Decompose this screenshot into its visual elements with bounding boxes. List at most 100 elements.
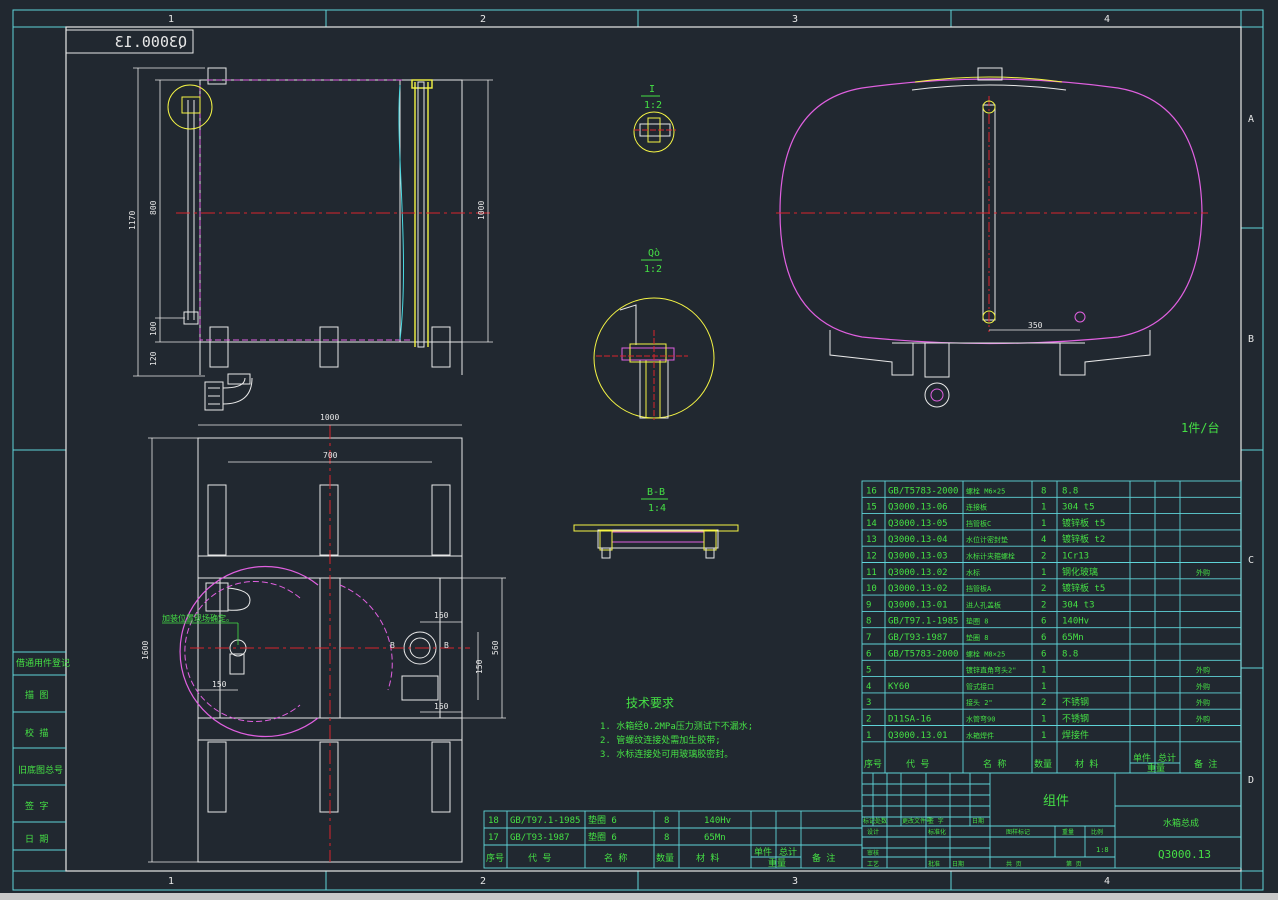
frame-labels: 1 2 3 4 1 2 3 4 A B C D: [168, 14, 1254, 887]
detail-scale: 1:2: [644, 100, 662, 111]
side-view: 350: [776, 67, 1208, 408]
bom-cell: 10: [866, 584, 877, 594]
lower-bom-header: 重量: [768, 857, 786, 869]
tech-req-line: 3. 水标连接处可用玻璃胶密封。: [600, 748, 733, 760]
drawing-name: 水箱总成: [1163, 817, 1199, 829]
detail-label: I: [649, 84, 655, 95]
bom-cell: 水标计夹箍螺栓: [966, 552, 1015, 561]
bom-cell: GB/T5783-2000: [888, 649, 958, 659]
lower-bom-cell: 18: [488, 816, 499, 826]
bom-cell: 外购: [1196, 715, 1210, 724]
bom-cell: 1: [866, 731, 871, 741]
bom-cell: 6: [866, 649, 871, 659]
lower-bom-rows: 18 GB/T97.1-1985 垫圈 6 8 140Hv 17 GB/T93-…: [486, 814, 835, 869]
bom-cell: 1: [1041, 519, 1046, 529]
lower-bom-header: 单件: [754, 846, 772, 858]
section-b-b: B-B 1:4: [573, 487, 739, 559]
bom-cell: 外购: [1196, 698, 1210, 707]
dim-label: 120: [149, 351, 158, 366]
section-scale: 1:4: [648, 503, 666, 514]
dim-label: 1170: [128, 211, 137, 230]
bom-header-cell: 数量: [1034, 758, 1052, 770]
bom-header-cell: 单件: [1133, 752, 1151, 764]
strip-label: 校 描: [25, 727, 48, 739]
bom-cell: Q3000.13-06: [888, 503, 948, 513]
bom-cell: GB/T97.1-1985: [888, 617, 958, 627]
bom-cell: 镀锌板 t5: [1062, 517, 1105, 529]
bom-cell: 钢化玻璃: [1062, 566, 1098, 578]
top-view-annotation: 加装位置现场确定。: [162, 613, 234, 623]
row-label: A: [1248, 114, 1254, 125]
bom-cell: 8: [1041, 486, 1046, 496]
bom-header-cell: 备 注: [1194, 758, 1217, 770]
tech-req-line: 2. 管螺纹连接处需加生胶带;: [600, 734, 721, 746]
lower-bom-cell: 垫圈 6: [588, 814, 617, 826]
title-cell: 日期: [972, 817, 984, 825]
bom-cell: 挡管板C: [966, 519, 991, 528]
bom-cell: 2: [1041, 698, 1046, 708]
strip-label: 签 字: [25, 800, 48, 812]
bom-cell: Q3000.13.01: [888, 731, 948, 741]
bom-cell: 140Hv: [1062, 617, 1089, 627]
dim-label: 150: [475, 659, 484, 674]
title-cell: 重量: [1062, 828, 1074, 836]
detail-q: Qò 1:2: [593, 247, 715, 420]
bom-header-cell: 总计: [1158, 752, 1176, 764]
col-label: 2: [480, 14, 486, 25]
title-cell: 图样标记: [1006, 828, 1030, 836]
lower-bom-grid: [483, 810, 863, 869]
title-cell: 共 页: [1006, 860, 1022, 868]
detail-scale: 1:2: [644, 264, 662, 275]
bom-cell: 6: [1041, 633, 1046, 643]
bom-cell: D11SA-16: [888, 715, 931, 725]
bom-cell: 5: [866, 666, 871, 676]
dim-label: 1600: [141, 641, 150, 660]
bom-cell: 8.8: [1062, 649, 1078, 659]
bom-cell: 1: [1041, 715, 1046, 725]
title-cell: 设计: [867, 828, 879, 836]
bom-cell: 不锈钢: [1062, 713, 1089, 725]
bom-cell: GB/T5783-2000: [888, 486, 958, 496]
col-label: 4: [1104, 14, 1110, 25]
section-label: B-B: [647, 487, 665, 498]
col-label: 4: [1104, 876, 1110, 887]
dim-label: 160: [434, 702, 449, 711]
section-mark: B: [444, 641, 449, 650]
row-label: C: [1248, 555, 1254, 566]
technical-requirements: 技术要求 1. 水箱经0.2MPa压力测试下不漏水; 2. 管螺纹连接处需加生胶…: [600, 696, 753, 760]
row-label: D: [1248, 775, 1254, 786]
tech-req-title: 技术要求: [626, 696, 674, 710]
bom-cell: 2: [866, 715, 871, 725]
detail-label: Qò: [648, 247, 660, 259]
bom-cell: 4: [1041, 535, 1046, 545]
bom-cell: KY60: [888, 682, 910, 692]
bom-cell: 接头 2": [966, 698, 993, 707]
lower-bom-header: 名 称: [604, 852, 627, 864]
bom-cell: 垫圈 8: [966, 617, 988, 626]
bom-cell: 镀锌直角弯头2": [966, 666, 1016, 675]
front-view: 1170 800 100 120 1000: [128, 67, 493, 411]
bom-cell: 304 t5: [1062, 503, 1095, 513]
title-cell: 工艺: [867, 860, 879, 868]
bom-cell: 1: [1041, 666, 1046, 676]
title-cell: 第 页: [1066, 860, 1082, 868]
bom-cell: 65Mn: [1062, 633, 1084, 643]
bom-cell: 镀锌板 t2: [1062, 533, 1105, 545]
bom-cell: 外购: [1196, 568, 1210, 577]
title-block-grid: [861, 772, 1242, 869]
mirrored-drawing-number: Q3000.13: [115, 33, 187, 51]
bom-cell: 2: [1041, 600, 1046, 610]
bom-cell: 不锈钢: [1062, 696, 1089, 708]
bom-cell: 水位计密封垫: [966, 535, 1008, 544]
bom-cell: 1: [1041, 568, 1046, 578]
title-cell: 处数: [875, 817, 887, 825]
bom-cell: 外购: [1196, 682, 1210, 691]
dim-label: 700: [323, 451, 338, 460]
lower-bom-cell: 140Hv: [704, 816, 731, 826]
title-cell: 签 字: [928, 817, 944, 825]
col-label: 3: [792, 876, 798, 887]
bom-header-cell: 材 料: [1075, 758, 1098, 770]
bom-cell: 8.8: [1062, 486, 1078, 496]
dim-label: 150: [212, 680, 227, 689]
bom-cell: 管式接口: [966, 682, 994, 691]
